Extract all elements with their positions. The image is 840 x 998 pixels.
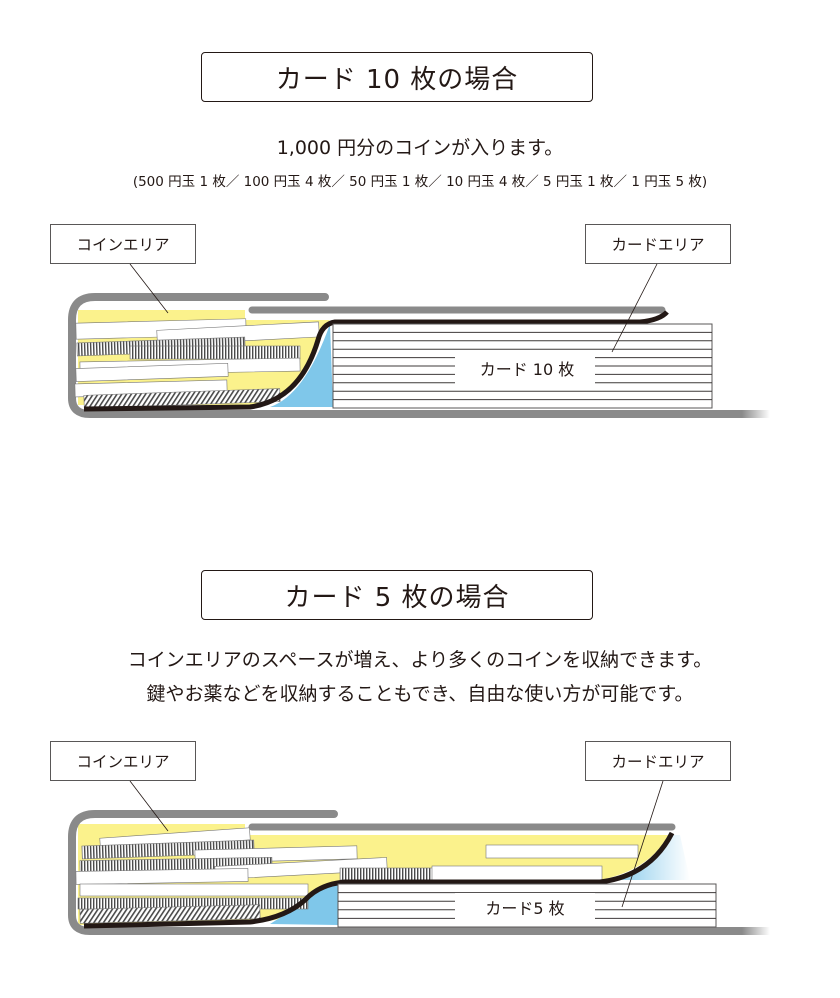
section1-card-area-label: カードエリア <box>585 224 731 264</box>
section1-title: カード 10 枚の場合 <box>201 52 593 102</box>
section2-description: コインエリアのスペースが増え、より多くのコインを収納できます。 鍵やお薬などを収… <box>0 643 840 711</box>
coin-label-leader <box>129 263 169 314</box>
section2-description-line2: 鍵やお薬などを収納することもでき、自由な使い方が可能です。 <box>146 683 694 705</box>
coin-label-leader <box>129 780 169 832</box>
coin <box>75 868 249 885</box>
section2-card-count-text: カード5 枚 <box>485 899 564 918</box>
section2-card-area-label: カードエリア <box>585 741 731 781</box>
floor-shadow <box>700 410 770 418</box>
card-label-leader <box>611 263 658 353</box>
section2-title: カード 5 枚の場合 <box>201 570 593 620</box>
section1-card-stack: カード 10 枚 <box>332 323 713 409</box>
section2-diagram: カード5 枚 <box>68 780 770 935</box>
coin <box>79 904 261 924</box>
section1-description: 1,000 円分のコインが入ります。 <box>276 137 564 159</box>
coin <box>431 865 603 881</box>
divider-line <box>83 310 669 412</box>
card-label-leader <box>621 780 664 908</box>
card-gap-fill <box>270 324 333 407</box>
section1-coins <box>74 318 320 409</box>
section1-coin-breakdown: (500 円玉 1 枚／ 100 円玉 4 枚／ 50 円玉 1 枚／ 10 円… <box>132 174 708 190</box>
coin <box>79 883 309 897</box>
shell-outer <box>68 810 724 935</box>
shell-outer <box>68 293 724 418</box>
divider-line <box>83 831 675 929</box>
floor-shadow <box>700 927 770 935</box>
section2-description-line1: コインエリアのスペースが増え、より多くのコインを収納できます。 <box>127 649 713 671</box>
section2-card-stack: カード5 枚 <box>337 883 717 928</box>
section2-coin-area-label: コインエリア <box>50 741 196 781</box>
section1-card-count-text: カード 10 枚 <box>480 360 575 379</box>
section2-coins <box>75 827 639 924</box>
coin <box>75 362 229 382</box>
coin <box>485 844 639 859</box>
card-gap-fade <box>610 835 690 880</box>
coin <box>129 345 301 360</box>
section1-coin-area-label: コインエリア <box>50 224 196 264</box>
section1-diagram: カード 10 枚 <box>68 263 770 418</box>
